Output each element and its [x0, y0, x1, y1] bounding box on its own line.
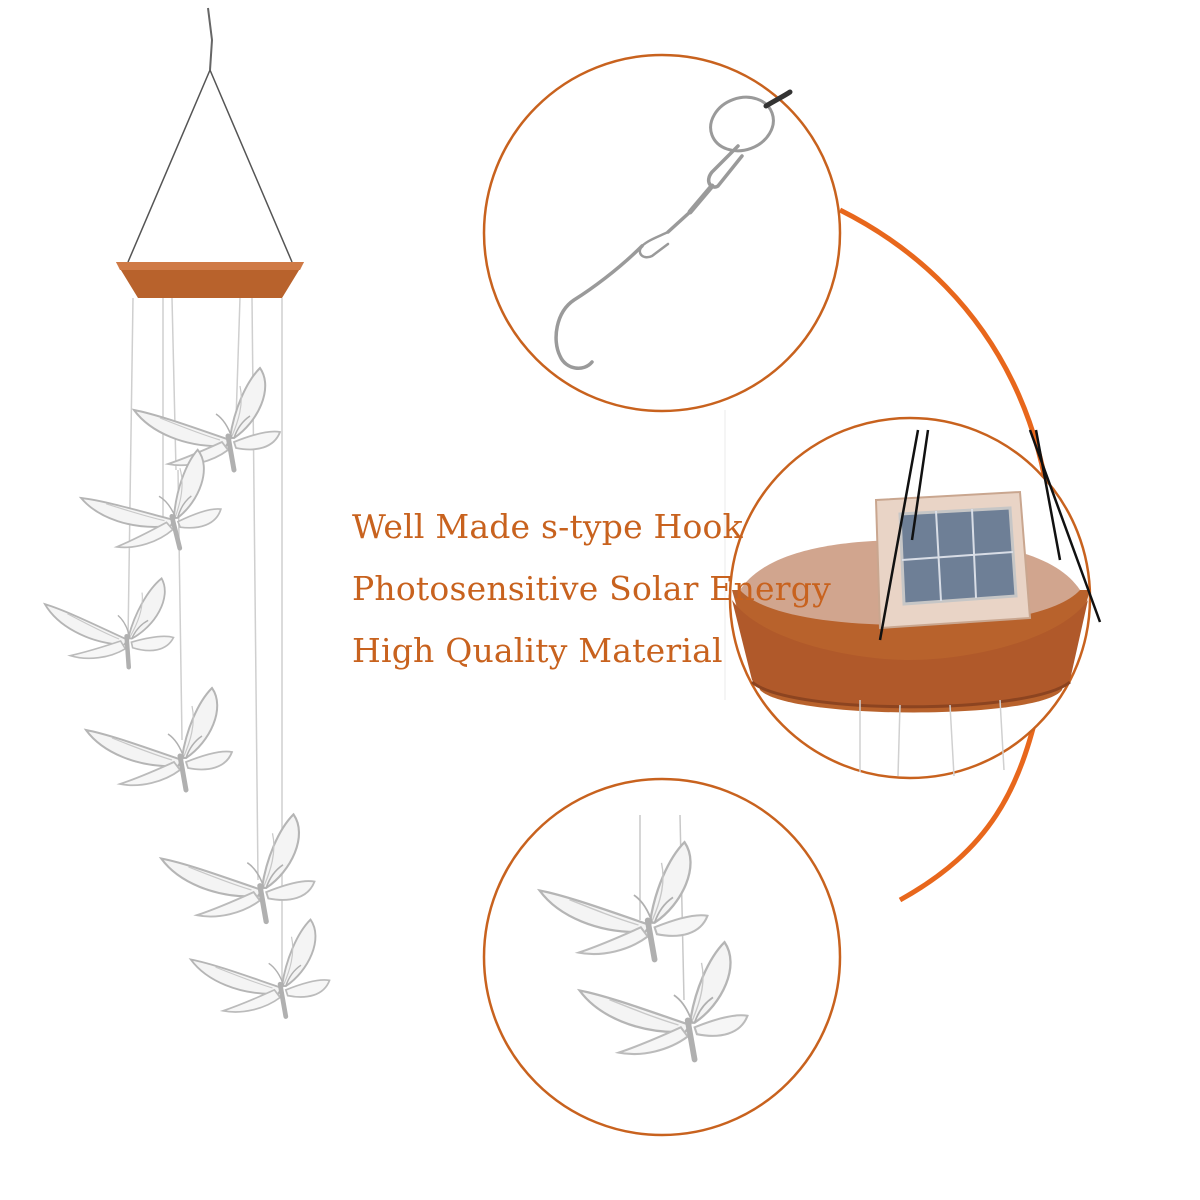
feature-hook: Well Made s-type Hook — [352, 507, 743, 546]
solar-panel-icon — [874, 490, 1032, 630]
wind-chime — [39, 7, 329, 1017]
butterfly-callout — [482, 777, 842, 1137]
butterfly-icon — [39, 368, 329, 1017]
s-hook-icon — [554, 89, 793, 370]
feature-list: Well Made s-type Hook Photosensitive Sol… — [352, 510, 831, 696]
solar-callout — [728, 416, 1102, 780]
hook-callout — [482, 53, 842, 413]
feature-solar: Photosensitive Solar Energy — [352, 569, 831, 608]
feature-material: High Quality Material — [352, 631, 723, 670]
